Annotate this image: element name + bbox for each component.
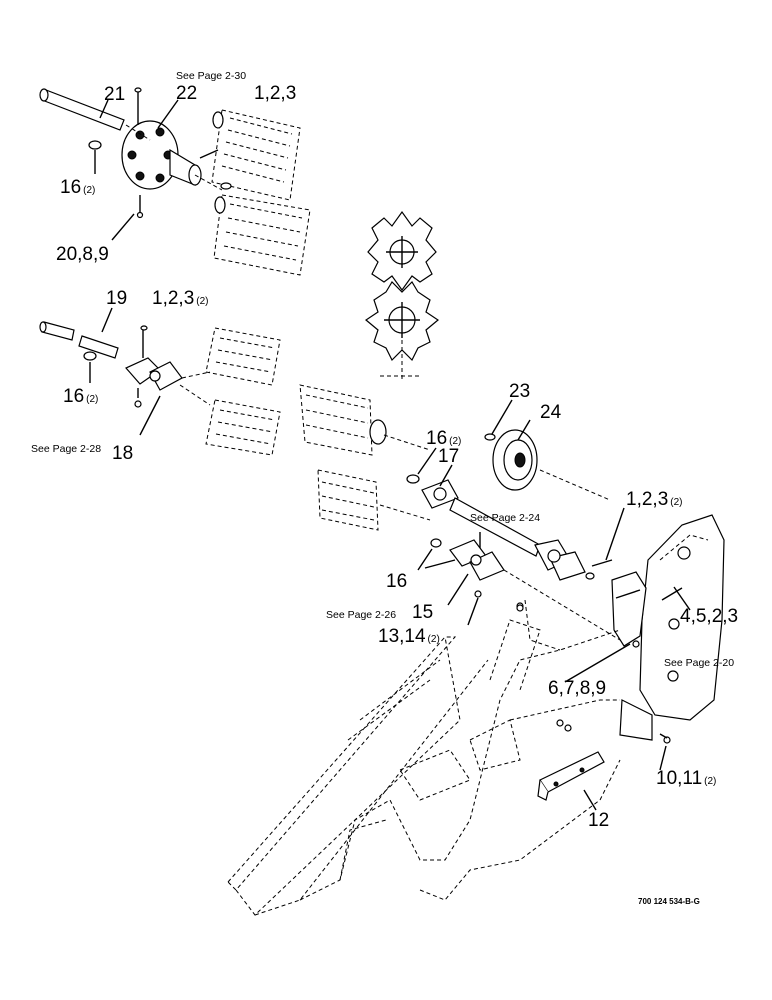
leader-lines: [89, 99, 691, 811]
header-frame: [227, 599, 621, 916]
callout-22: 22: [176, 83, 197, 104]
callout-16-mid-number: 16: [63, 386, 84, 407]
callout-16-center-number: 16: [426, 428, 447, 449]
callout-15: 15: [412, 602, 433, 623]
callout-1-2-3-mid: 1,2,3(2): [152, 288, 209, 309]
key-16-mid: [83, 351, 97, 361]
bolt-right: [591, 559, 613, 567]
drawing-number: 700 124 534-B-G: [638, 897, 700, 906]
callout-6-7-8-9: 6,7,8,9: [548, 678, 606, 699]
callout-1-2-3-right: 1,2,3(2): [626, 489, 683, 510]
callout-13-14-qty: (2): [428, 634, 440, 645]
callout-1-2-3-mid-qty: (2): [196, 296, 208, 307]
callout-10-11: 10,11(2): [656, 768, 716, 789]
callout-1-2-3-top: 1,2,3: [254, 83, 296, 104]
upper-roll-1-2-3: [211, 109, 301, 201]
callout-16-top-number: 16: [60, 177, 81, 198]
u-joint-15: [424, 532, 621, 641]
gearbox-22: [121, 120, 202, 190]
callout-13-14-number: 13,14: [378, 626, 426, 647]
key-16-center: [406, 474, 420, 484]
key-16-top: [88, 140, 102, 150]
center-rolls: [299, 384, 431, 531]
callout-16-top: 16(2): [60, 177, 95, 198]
callout-13-14: 13,14(2): [378, 626, 440, 647]
callout-16-mid-qty: (2): [86, 394, 98, 405]
key-16-low: [430, 538, 442, 548]
callout-1-2-3-right-qty: (2): [670, 497, 682, 508]
callout-16-center-qty: (2): [449, 436, 461, 447]
pulley-24: [484, 429, 611, 501]
callout-1-2-3-right-number: 1,2,3: [626, 489, 668, 510]
callout-20-8-9: 20,8,9: [56, 244, 109, 265]
callout-10-11-number: 10,11: [656, 768, 702, 789]
middle-drive-assembly: [39, 321, 281, 456]
u-joint-18: [125, 357, 183, 391]
middle-roll-lower: [205, 399, 281, 456]
callout-21: 21: [104, 84, 125, 105]
callout-17: 17: [438, 446, 459, 467]
callout-12: 12: [588, 810, 609, 831]
top-roll-drive-assembly: [39, 87, 311, 276]
callout-16-top-qty: (2): [83, 185, 95, 196]
bracket-12: [537, 751, 605, 801]
callout-1-2-3-mid-number: 1,2,3: [152, 288, 194, 309]
sprocket-upper: [367, 210, 437, 292]
key-23: [484, 433, 496, 441]
reference-page-2-28: See Page 2-28: [31, 443, 101, 455]
callout-23: 23: [509, 381, 530, 402]
shaft-19: [39, 321, 119, 359]
shaft-21: [39, 88, 125, 131]
reference-page-2-24: See Page 2-24: [470, 512, 540, 524]
callout-24: 24: [540, 402, 562, 423]
callout-16-low: 16: [386, 571, 407, 592]
callout-16-center: 16(2): [426, 428, 461, 449]
callout-19: 19: [106, 288, 127, 309]
reference-page-2-30: See Page 2-30: [176, 70, 246, 82]
reference-page-2-20: See Page 2-20: [664, 657, 734, 669]
sprocket-lower: [364, 281, 440, 362]
lower-roll: [213, 194, 311, 276]
sprocket-views: [364, 210, 440, 382]
callout-18: 18: [112, 443, 133, 464]
callout-4-5-2-3: 4,5,2,3: [680, 606, 738, 627]
callout-16-mid: 16(2): [63, 386, 98, 407]
drive-housing: [611, 514, 725, 744]
reference-page-2-26: See Page 2-26: [326, 609, 396, 621]
middle-roll-upper: [205, 327, 281, 386]
driveline-17: [406, 474, 586, 581]
callout-10-11-qty: (2): [704, 776, 716, 787]
